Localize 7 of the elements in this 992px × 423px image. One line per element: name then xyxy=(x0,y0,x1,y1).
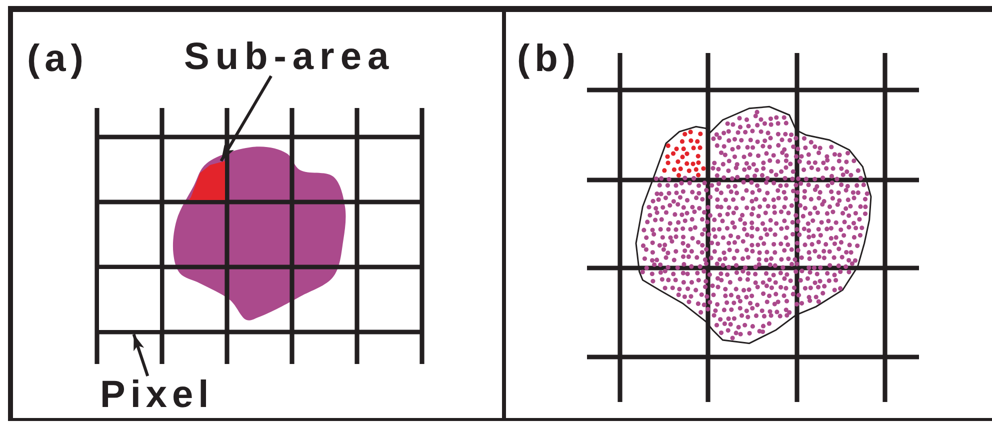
leader-line xyxy=(220,75,272,162)
callout-label: Sub-area xyxy=(184,38,395,76)
panel-label: (b) xyxy=(517,40,581,78)
leader-line xyxy=(132,334,150,376)
sub-area-patch xyxy=(189,161,225,200)
panel-label: (a) xyxy=(27,40,88,78)
callout-label: Pixel xyxy=(100,376,214,414)
